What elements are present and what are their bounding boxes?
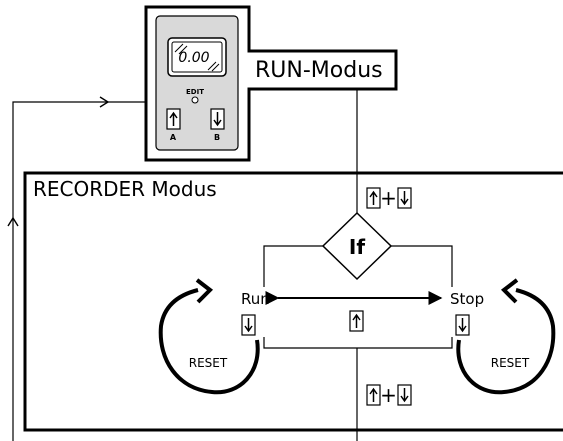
reset-loop-left: RESET bbox=[158, 278, 260, 395]
key-combo-top: + bbox=[366, 186, 412, 210]
reset-loop-left-icon bbox=[158, 288, 260, 395]
up-arrow-icon bbox=[369, 387, 378, 402]
edit-indicator-icon bbox=[191, 96, 199, 104]
reset-arrowhead-right-icon bbox=[500, 278, 519, 304]
toggle-key bbox=[349, 310, 364, 332]
up-chevron-icon bbox=[7, 216, 19, 227]
down-arrow-icon bbox=[213, 112, 222, 127]
reset-left-label: RESET bbox=[189, 356, 228, 370]
reset-loop-right: RESET bbox=[456, 278, 556, 395]
key-combo-plus: + bbox=[380, 383, 397, 407]
key-a-button[interactable] bbox=[166, 108, 181, 130]
key-b-button[interactable] bbox=[210, 108, 225, 130]
run-label: Run bbox=[241, 290, 270, 308]
down-arrow-icon bbox=[244, 318, 253, 333]
return-arrow-icon bbox=[99, 96, 110, 108]
merge-line bbox=[263, 337, 453, 349]
edit-label: EDIT bbox=[186, 88, 204, 96]
return-loop-line bbox=[12, 101, 146, 441]
if-label: If bbox=[349, 235, 365, 259]
reset-right-label: RESET bbox=[491, 356, 530, 370]
down-arrow-icon bbox=[400, 388, 409, 403]
key-b-label: B bbox=[214, 133, 220, 142]
device-display: 0.00 bbox=[178, 50, 209, 66]
branch-left-line bbox=[263, 245, 323, 287]
down-arrow-icon bbox=[458, 318, 467, 333]
up-arrow-icon bbox=[352, 313, 361, 328]
recorder-mode-title: RECORDER Modus bbox=[33, 177, 217, 201]
stop-reset-key bbox=[455, 314, 470, 336]
controller-device: 0.00 EDIT A B bbox=[155, 15, 239, 151]
up-arrow-icon bbox=[169, 111, 178, 126]
reset-loop-right-icon bbox=[456, 288, 556, 395]
stop-label: Stop bbox=[450, 290, 484, 308]
key-a-label: A bbox=[170, 133, 177, 142]
key-combo-bottom: + bbox=[366, 383, 412, 407]
down-arrow-icon bbox=[400, 191, 409, 206]
branch-right-line bbox=[391, 245, 453, 287]
run-reset-key bbox=[241, 314, 256, 336]
if-decision-diamond bbox=[321, 211, 393, 281]
key-combo-plus: + bbox=[380, 186, 397, 210]
up-arrow-icon bbox=[369, 190, 378, 205]
recorder-mode-box bbox=[23, 171, 563, 432]
reset-arrowhead-left-icon bbox=[195, 278, 214, 304]
run-mode-title: RUN-Modus bbox=[255, 58, 383, 83]
